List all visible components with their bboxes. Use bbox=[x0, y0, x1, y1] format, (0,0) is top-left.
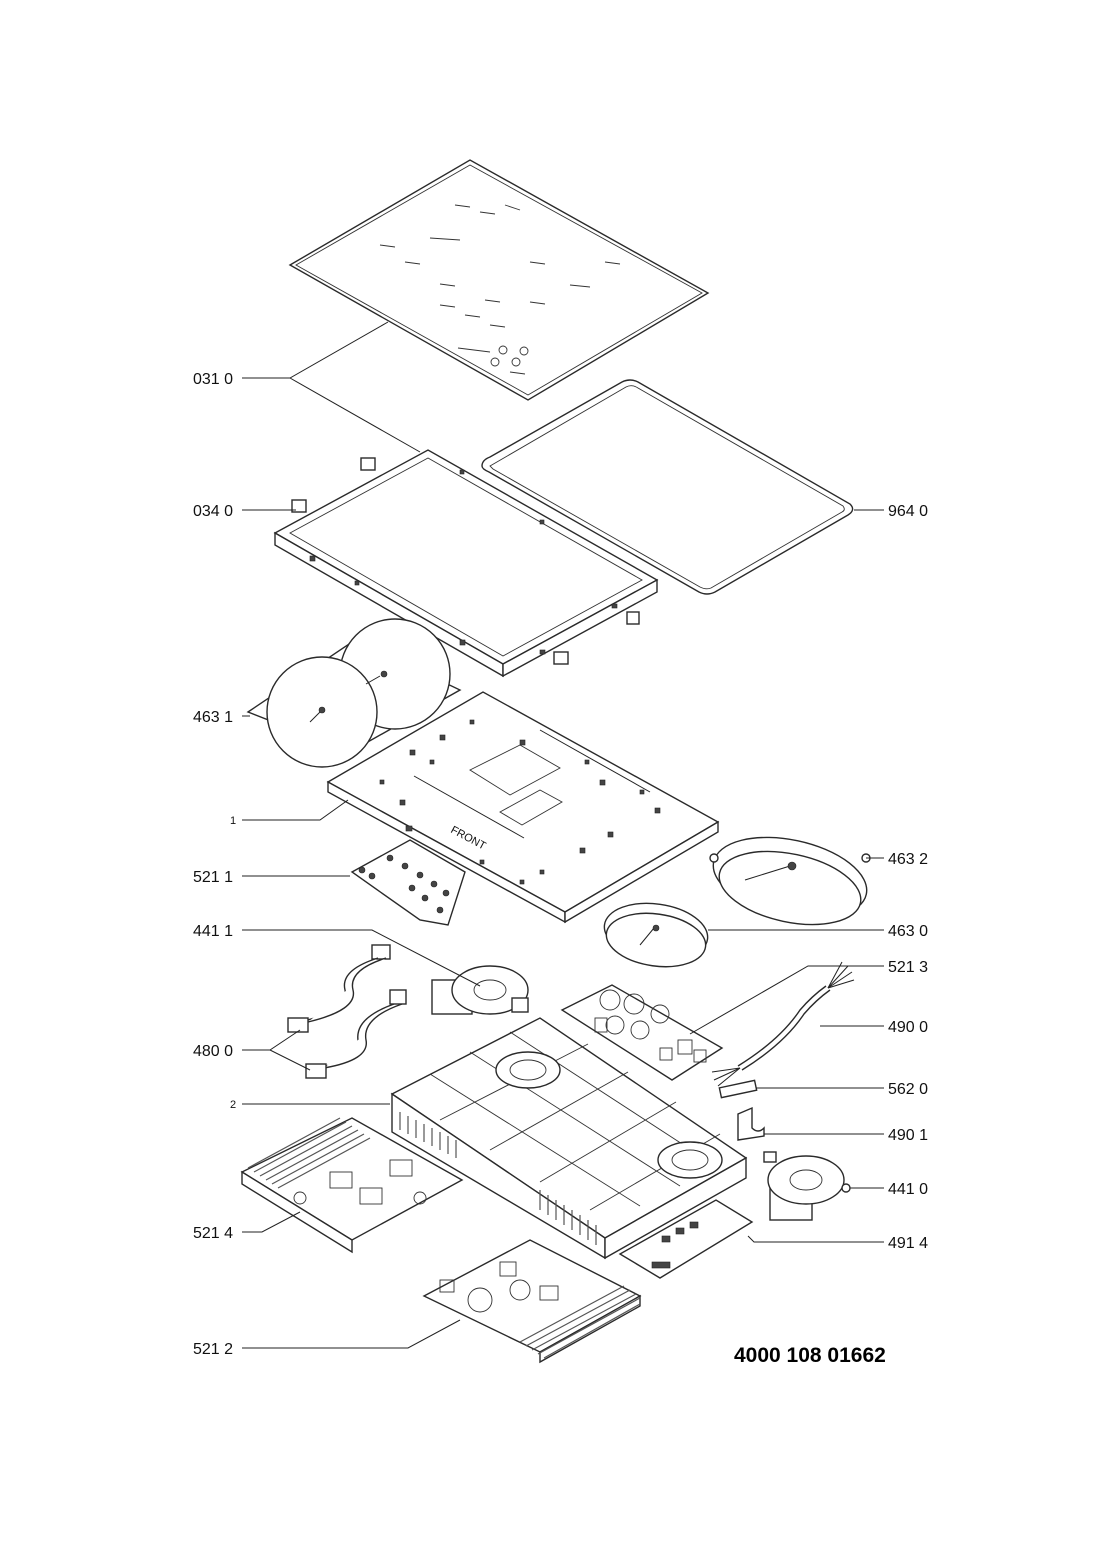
power-board-filter bbox=[560, 984, 724, 1081]
callout-034-0: 034 0 bbox=[193, 503, 233, 520]
base-plate: FRONT bbox=[326, 691, 720, 924]
callout-1: 1 bbox=[230, 815, 236, 827]
mounting-clip bbox=[291, 457, 640, 665]
callout-480-0: 480 0 bbox=[193, 1043, 233, 1060]
callout-964-0: 964 0 bbox=[888, 503, 928, 520]
ribbon-cable-set bbox=[287, 944, 407, 1079]
control-board bbox=[350, 839, 466, 926]
document-number: 4000 108 01662 bbox=[734, 1344, 886, 1367]
plastic-housing bbox=[390, 1017, 748, 1260]
callout-490-0: 490 0 bbox=[888, 1019, 928, 1036]
cable-clamp bbox=[737, 1106, 765, 1141]
callout-490-1: 490 1 bbox=[888, 1127, 928, 1144]
callout-031-0: 031 0 bbox=[193, 371, 233, 388]
touch-control-circles bbox=[490, 345, 529, 367]
induction-power-board-right bbox=[422, 1239, 642, 1364]
induction-coil-large bbox=[709, 836, 871, 926]
callout-463-0: 463 0 bbox=[888, 923, 928, 940]
callout-463-1: 463 1 bbox=[193, 709, 233, 726]
callout-441-0: 441 0 bbox=[888, 1181, 928, 1198]
callout-521-3: 521 3 bbox=[888, 959, 928, 976]
callout-463-2: 463 2 bbox=[888, 851, 928, 868]
leader-lines bbox=[242, 321, 884, 1349]
induction-power-board-left bbox=[240, 1117, 464, 1254]
sensor-board bbox=[618, 1199, 754, 1279]
glass-ceramic-top bbox=[288, 159, 710, 401]
mains-cable bbox=[711, 961, 855, 1087]
callout-labels: 031 0 034 0 964 0 463 1 1 521 1 463 2 44… bbox=[193, 371, 928, 1358]
induction-coil-medium bbox=[603, 902, 709, 968]
callout-491-4: 491 4 bbox=[888, 1235, 928, 1252]
hob-frame bbox=[273, 449, 659, 678]
induction-coil-pair bbox=[246, 618, 462, 768]
seal-gasket bbox=[481, 379, 854, 595]
callout-562-0: 562 0 bbox=[888, 1081, 928, 1098]
cooling-fan-upper bbox=[431, 965, 529, 1015]
callout-521-2: 521 2 bbox=[193, 1341, 233, 1358]
callout-2: 2 bbox=[230, 1099, 236, 1111]
fuse bbox=[718, 1079, 758, 1099]
cooling-fan-lower bbox=[763, 1151, 851, 1221]
callout-521-1: 521 1 bbox=[193, 869, 233, 886]
callout-441-1: 441 1 bbox=[193, 923, 233, 940]
callout-521-4: 521 4 bbox=[193, 1225, 233, 1242]
